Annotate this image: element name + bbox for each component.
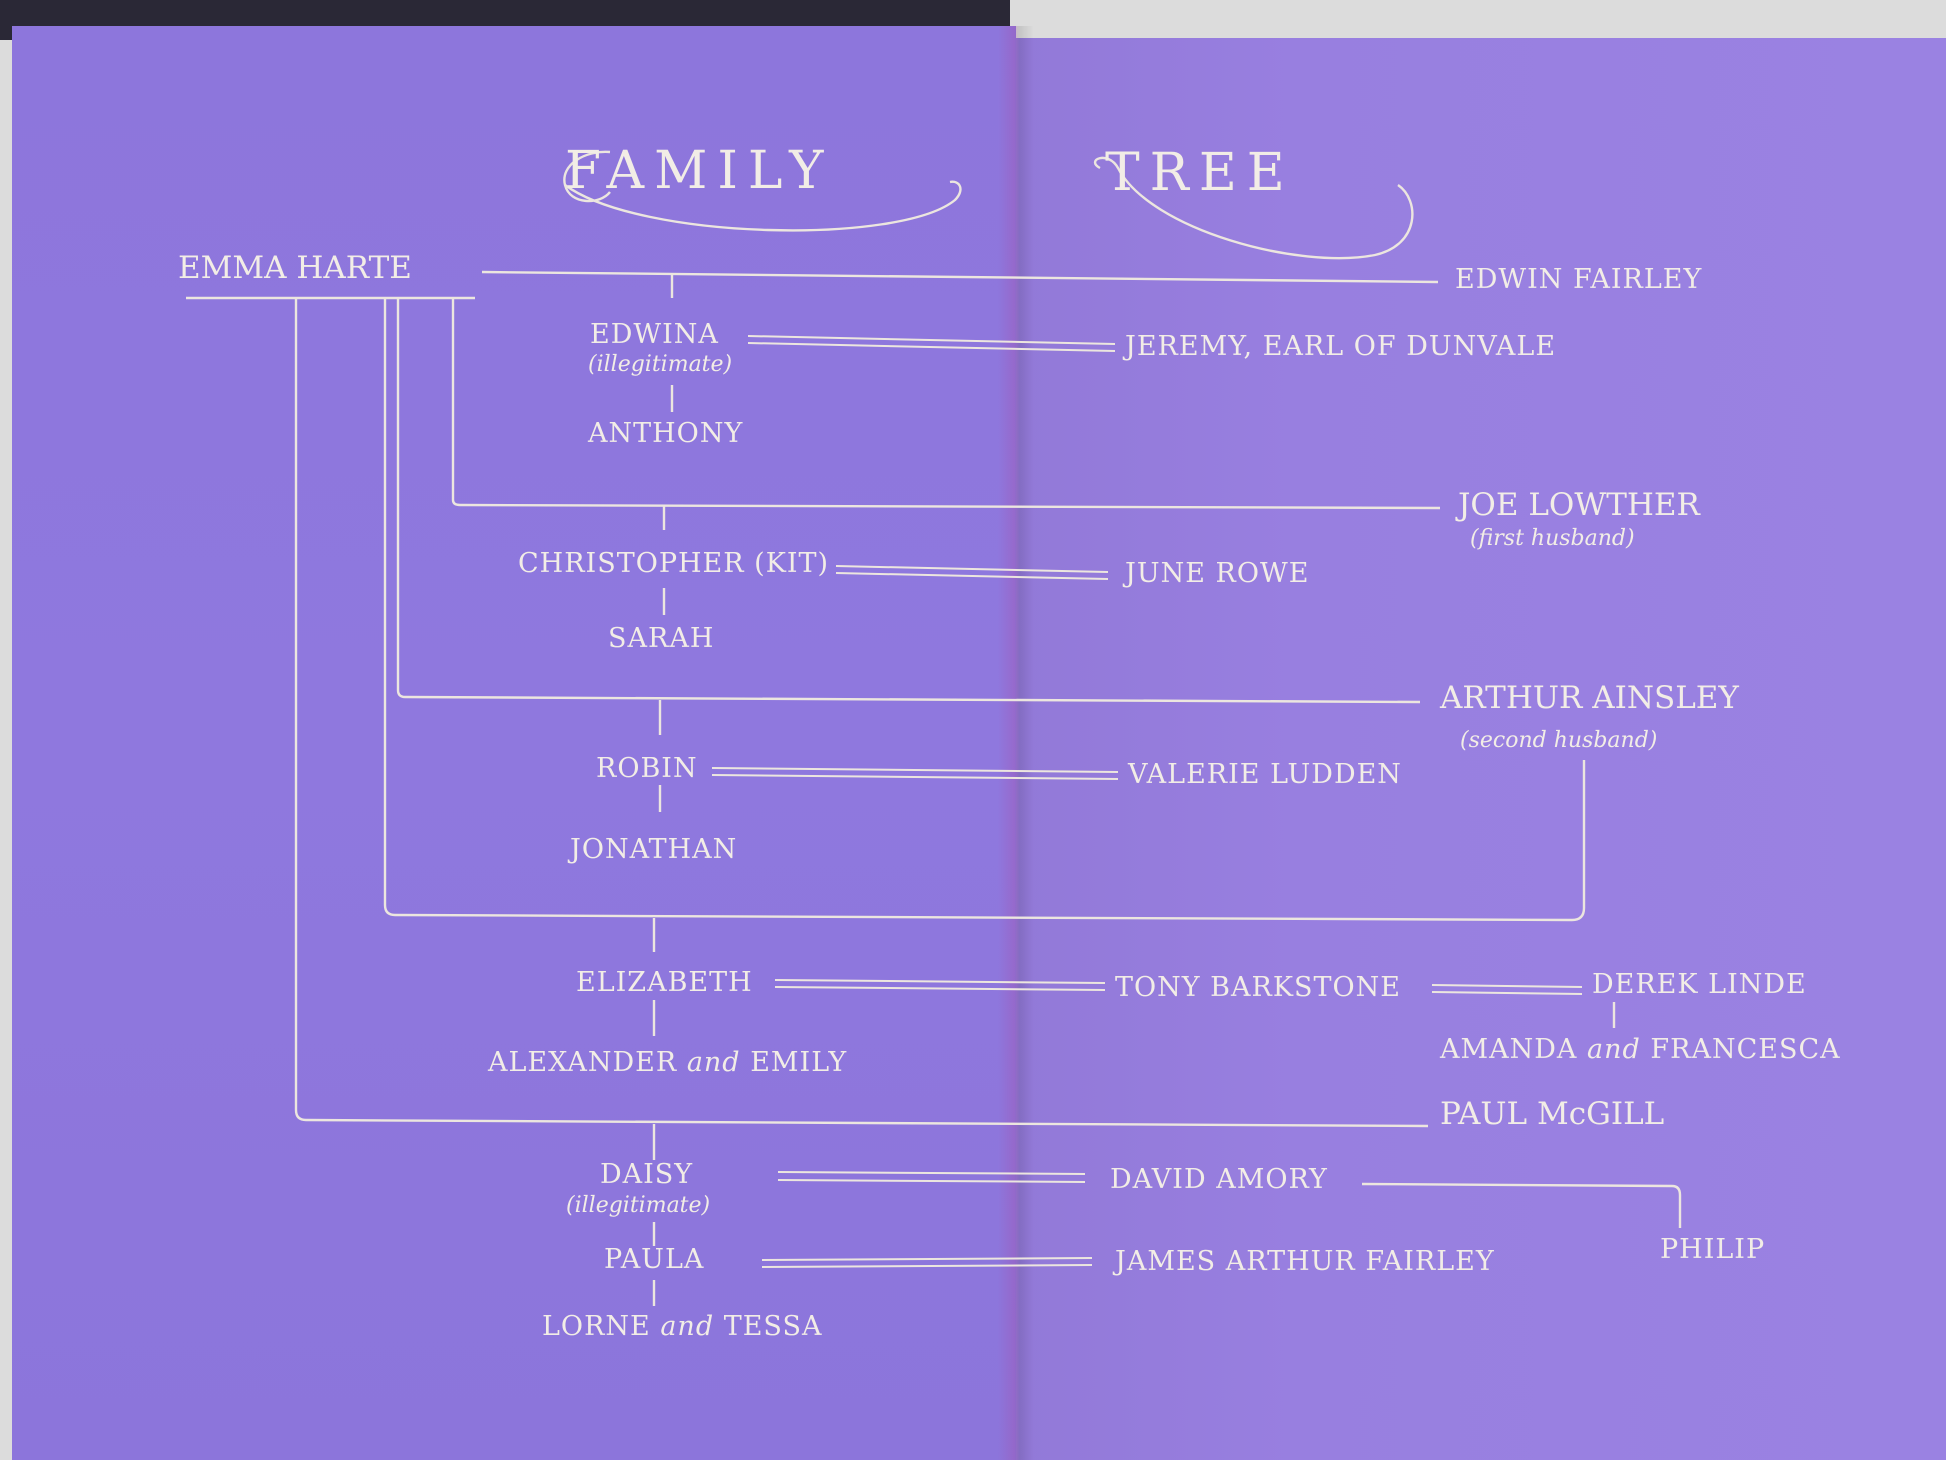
robin: ROBIN: [596, 753, 698, 784]
tessa: TESSA: [724, 1311, 823, 1342]
paula: PAULA: [604, 1244, 704, 1275]
sarah: SARAH: [608, 623, 714, 654]
amanda-and-francesca: AMANDA and FRANCESCA: [1439, 1034, 1841, 1065]
elizabeth-marriage-derek: [1431, 984, 1583, 995]
jonathan: JONATHAN: [567, 834, 737, 865]
valerie-ludden: VALERIE LUDDEN: [1127, 759, 1402, 790]
james-arthur-fairley: JAMES ARTHUR FAIRLEY: [1112, 1246, 1495, 1277]
edwin-fairley: EDWIN FAIRLEY: [1455, 264, 1703, 295]
anthony: ANTHONY: [587, 418, 743, 449]
left-endpaper: [12, 26, 1016, 1460]
joe-note: (first husband): [1470, 526, 1635, 551]
alexander-and-emily: ALEXANDER and EMILY: [487, 1047, 847, 1078]
philip: PHILIP: [1660, 1234, 1765, 1265]
title-tree: TREE: [1105, 143, 1295, 203]
june-rowe: JUNE ROWE: [1122, 558, 1309, 589]
kit-marriage: [835, 565, 1109, 580]
arthur-note: (second husband): [1460, 728, 1657, 753]
emily: EMILY: [750, 1047, 847, 1078]
elizabeth-marriage-tony: [774, 979, 1106, 991]
edwina-marriage: [747, 335, 1116, 352]
daisy: DAISY: [600, 1159, 693, 1190]
title-family: FAMILY: [565, 141, 833, 201]
amanda: AMANDA: [1439, 1034, 1577, 1065]
tony-barkstone: TONY BARKSTONE: [1115, 972, 1401, 1003]
joe-branch: [451, 298, 1441, 510]
edwina-note: (illegitimate): [588, 352, 732, 377]
and-conjunction: and: [660, 1311, 714, 1342]
lorne: LORNE: [542, 1311, 651, 1342]
right-endpaper: [1016, 38, 1946, 1460]
francesca: FRANCESCA: [1650, 1034, 1840, 1065]
title-flourish-right: [1093, 156, 1414, 260]
lorne-and-tessa: LORNE and TESSA: [542, 1311, 822, 1342]
and-conjunction: and: [687, 1047, 741, 1078]
paul-mcgill: PAUL McGILL: [1440, 1096, 1664, 1132]
edwina: EDWINA: [590, 319, 719, 350]
arthur-branch: [396, 298, 1421, 704]
and-conjunction: and: [1587, 1034, 1641, 1065]
book-gutter: [998, 26, 1034, 1460]
title-flourish-left: [563, 150, 962, 232]
elizabeth: ELIZABETH: [576, 967, 753, 998]
joe-lowther: JOE LOWTHER: [1455, 487, 1702, 523]
derek-linde: DEREK LINDE: [1592, 969, 1807, 1000]
root-emma-harte: EMMA HARTE: [178, 250, 412, 286]
daisy-marriage: [777, 1171, 1086, 1183]
alexander: ALEXANDER: [487, 1047, 677, 1078]
jeremy: JEREMY, EARL OF DUNVALE: [1122, 331, 1556, 362]
paula-marriage: [761, 1257, 1093, 1268]
arthur-ainsley: ARTHUR AINSLEY: [1439, 680, 1739, 716]
david-amory: DAVID AMORY: [1110, 1164, 1328, 1195]
arthur-elizabeth-branch: [383, 298, 1586, 922]
paul-branch: [294, 298, 1429, 1128]
christopher-kit: CHRISTOPHER (KIT): [518, 548, 829, 579]
edwin-line: [481, 270, 1439, 284]
daisy-note: (illegitimate): [566, 1193, 710, 1218]
robin-marriage: [711, 767, 1119, 780]
david-philip-line: [1361, 1182, 1682, 1228]
